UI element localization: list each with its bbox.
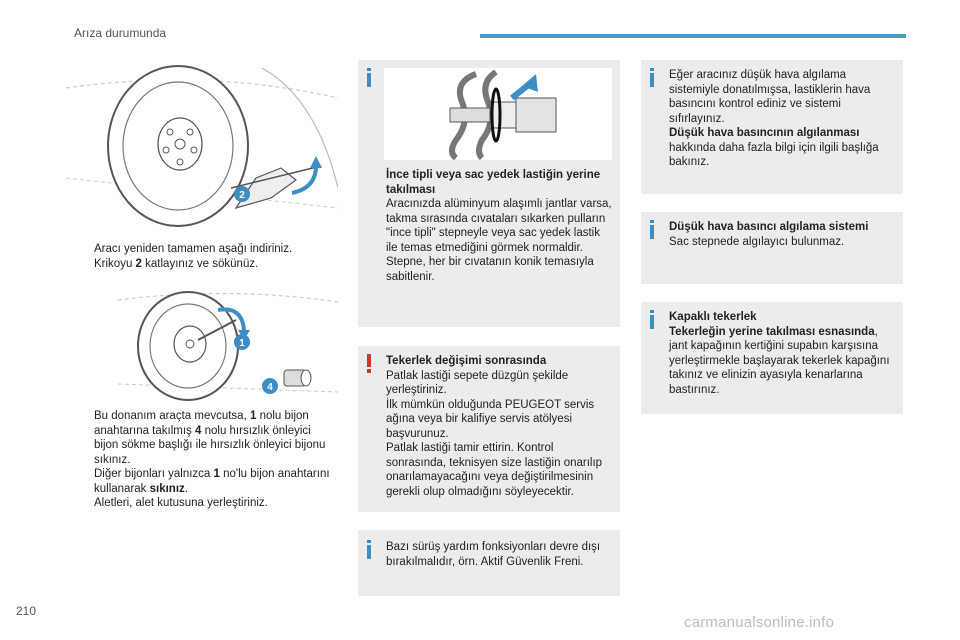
page-number: 210 (16, 604, 37, 618)
box-title: Düşük hava basıncı algılama sistemi (669, 221, 869, 233)
info-icon (367, 540, 371, 559)
list-item-bold: 1 (213, 468, 220, 480)
list-item: Diğer bijonları yalnızca 1 no'lu bijon a… (74, 467, 336, 496)
box-body: jant kapağının kertiğini supabın karşısı… (669, 340, 890, 396)
info-box-no-sensor: Düşük hava basıncı algılama sistemi Sac … (641, 212, 903, 284)
watermark-text: carmanualsonline.info (684, 614, 835, 631)
info-icon (650, 68, 654, 87)
list-item: Aracı yeniden tamamen aşağı indiriniz. (74, 242, 354, 257)
list-item-text: Krikoyu (94, 257, 136, 270)
callout-1: 1 (239, 338, 245, 349)
illustration-bolt-washer (384, 68, 612, 160)
list-item-bold: 1 (249, 410, 257, 422)
box-title: Kapaklı tekerlek (669, 311, 757, 323)
box-subtitle: Tekerleğin yerine takılması esnasında (669, 325, 875, 338)
list-item-text: Diğer bijonları yalnızca (94, 468, 214, 480)
illustration-antitheft-bolt: 1 4 (118, 280, 338, 402)
box-line: Patlak lastiği tamir ettirin. Kontrol so… (386, 442, 603, 498)
header-accent-bar (480, 34, 906, 38)
list-item: Bu donanım araçta mevcutsa, 1 nolu bijon… (74, 409, 336, 467)
info-box-hubcap: Kapaklı tekerlek Tekerleğin yerine takıl… (641, 302, 903, 414)
list-item-text: no'lu bijon anahtarını kullanarak (94, 468, 330, 495)
list-item-text: Bu donanım araçta mevcutsa, (94, 410, 250, 422)
list-item: Krikoyu 2 katlayınız ve sökünüz. (74, 257, 354, 272)
list-item-bold: sıkınız (149, 482, 185, 495)
box-subtitle-punct: , (874, 325, 878, 338)
tightening-steps-list: Bu donanım araçta mevcutsa, 1 nolu bijon… (74, 409, 336, 511)
info-icon (650, 310, 654, 329)
lowering-steps-list: Aracı yeniden tamamen aşağı indiriniz. K… (74, 242, 354, 271)
box-title: Tekerlek değişimi sonrasında (386, 355, 547, 367)
info-box-low-pressure: Eğer aracınız düşük hava algılama sistem… (641, 60, 903, 194)
list-item-text: . (184, 482, 188, 495)
box-body: Eğer aracınız düşük hava algılama sistem… (669, 69, 871, 125)
box-body: Aracınızda alüminyum alaşımlı jantlar va… (386, 198, 612, 283)
info-box-driving-aids: Bazı sürüş yardım fonksiyonları devre dı… (358, 530, 620, 596)
warning-box-after-wheel-change: Tekerlek değişimi sonrasında Patlak last… (358, 346, 620, 512)
box-line: Patlak lastiği sepete düzgün şekilde yer… (386, 369, 569, 397)
box-body: Bazı sürüş yardım fonksiyonları devre dı… (386, 541, 601, 568)
warning-icon (367, 354, 371, 373)
list-item-text: Aracı yeniden tamamen aşağı indiriniz. (94, 243, 293, 255)
box-line: İlk mümkün olduğunda PEUGEOT servis ağın… (386, 398, 595, 440)
list-item-text: nolu hırsızlık önleyici bijon sökme başl… (94, 424, 326, 466)
list-item: Aletleri, alet kutusuna yerleştiriniz. (74, 496, 336, 511)
list-item-text: Aletleri, alet kutusuna yerleştiriniz. (94, 497, 268, 509)
info-box-thin-spare-wheel: İnce tipli veya sac yedek lastiğin yerin… (358, 60, 620, 327)
list-item-bold: 4 (195, 424, 202, 437)
box-bold-title: Düşük hava basıncının algılanması (669, 127, 860, 139)
list-item-bold: 2 (135, 257, 142, 270)
box-body: Sac stepnede algılayıcı bulunmaz. (669, 235, 845, 248)
illustration-jack-lowering: 2 (66, 58, 338, 230)
info-icon (367, 68, 371, 87)
page-header-title: Arıza durumunda (74, 26, 167, 40)
list-item-text: nolu bijon anahtarına takılmış (94, 410, 309, 437)
list-item-text: katlayınız ve sökünüz. (141, 257, 259, 270)
info-icon (650, 220, 654, 239)
box-body-2: hakkında daha fazla bilgi için ilgili ba… (669, 141, 879, 169)
callout-4: 4 (267, 382, 273, 393)
callout-2: 2 (239, 190, 245, 201)
box-title: İnce tipli veya sac yedek lastiğin yerin… (386, 169, 601, 196)
